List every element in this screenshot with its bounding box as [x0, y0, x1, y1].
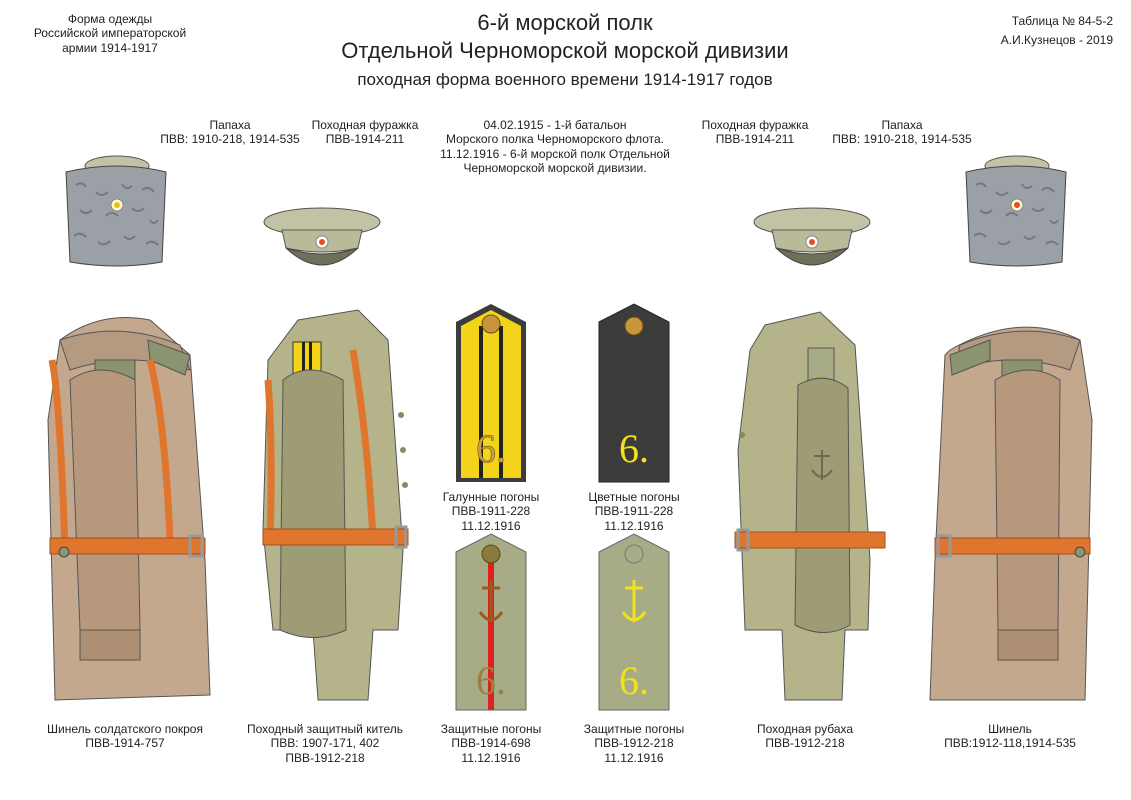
- label-line: Защитные погоны: [440, 722, 542, 736]
- greatcoat-right-illustration: 6: [929, 326, 1093, 701]
- label-line: ПВВ: 1910-218, 1914-535: [832, 132, 972, 147]
- label-line: Походная рубаха: [756, 722, 854, 736]
- history-note: 04.02.1915 - 1-й батальон Морского полка…: [430, 118, 680, 176]
- galun-shoulder-strap: 6.: [456, 304, 526, 482]
- label-line: ПВВ-1912-218: [285, 750, 365, 765]
- header-left-block: Форма одежды Российской императорской ар…: [10, 12, 210, 55]
- label-line: ПВВ-1914-211: [715, 132, 795, 147]
- label-cap-left: Походная фуражка ПВВ-1914-211: [300, 118, 430, 147]
- label-line: Шинель: [988, 722, 1032, 736]
- label-line: 11.12.1916: [604, 750, 664, 765]
- header-right-block: Таблица № 84-5-2 А.И.Кузнецов - 2019: [913, 12, 1113, 50]
- page-title: 6-й морской полк: [477, 10, 653, 35]
- strap-numeral: 6.: [476, 426, 506, 471]
- label-greatcoat-left: Шинель солдатского покроя ПВВ-1914-757: [25, 722, 225, 751]
- history-line: Черноморской морской дивизии.: [463, 161, 647, 176]
- label-line: ПВВ-1914-757: [85, 736, 165, 751]
- label-line: ПВВ: 1910-218, 1914-535: [160, 132, 300, 147]
- protective-shoulder-strap-2: 6.: [598, 533, 670, 711]
- kitel-illustration: 6: [262, 309, 409, 701]
- rubakha-illustration: 6: [734, 311, 886, 701]
- label-line: Шинель солдатского покроя: [47, 722, 203, 736]
- label-line: Папаха: [881, 118, 923, 132]
- label-line: ПВВ-1911-228: [451, 504, 531, 519]
- label-line: 11.12.1916: [604, 518, 664, 533]
- label-greatcoat-right: Шинель ПВВ:1912-118,1914-535: [920, 722, 1100, 751]
- label-line: Галунные погоны: [442, 490, 540, 504]
- papakha-left-illustration: [65, 155, 167, 267]
- greatcoat-left-illustration: 6: [47, 317, 211, 701]
- label-cap-right: Походная фуражка ПВВ-1914-211: [690, 118, 820, 147]
- label-galun-strap: Галунные погоны ПВВ-1911-228 11.12.1916: [420, 490, 562, 533]
- label-line: ПВВ-1914-698: [451, 736, 531, 751]
- label-papakha-right: Папаха ПВВ: 1910-218, 1914-535: [822, 118, 982, 147]
- label-line: Походный защитный китель: [246, 722, 404, 736]
- history-line: Морского полка Черноморского флота.: [445, 132, 665, 147]
- label-colored-strap: Цветные погоны ПВВ-1911-228 11.12.1916: [563, 490, 705, 533]
- papakha-right-illustration: [965, 155, 1067, 267]
- header-left-line: Форма одежды: [67, 12, 153, 26]
- history-line: 04.02.1915 - 1-й батальон: [483, 118, 627, 132]
- label-papakha-left: Папаха ПВВ: 1910-218, 1914-535: [150, 118, 310, 147]
- label-rubakha: Походная рубаха ПВВ-1912-218: [730, 722, 880, 751]
- strap-numeral: 6.: [476, 658, 506, 703]
- protective-shoulder-strap-1: 6.: [455, 533, 527, 711]
- label-protective-strap-2: Защитные погоны ПВВ-1912-218 11.12.1916: [563, 722, 705, 765]
- page-title-line2: Отдельной Черноморской морской дивизии: [341, 38, 789, 63]
- label-line: ПВВ-1912-218: [594, 736, 674, 751]
- field-cap-right-illustration: [753, 207, 871, 266]
- strap-numeral: 6.: [619, 426, 649, 471]
- field-cap-left-illustration: [263, 207, 381, 266]
- label-line: ПВВ: 1907-171, 402: [270, 736, 380, 751]
- label-line: Цветные погоны: [588, 490, 680, 504]
- label-line: Походная фуражка: [701, 118, 809, 132]
- history-line: 11.12.1916 - 6-й морской полк Отдельной: [440, 146, 670, 161]
- label-line: ПВВ-1912-218: [765, 736, 845, 751]
- header-left-line: Российской императорской: [33, 26, 187, 41]
- label-line: 11.12.1916: [461, 518, 521, 533]
- label-line: ПВВ-1911-228: [594, 504, 674, 519]
- table-number: Таблица № 84-5-2: [1011, 14, 1113, 28]
- author-year: А.И.Кузнецов - 2019: [1000, 33, 1113, 48]
- label-line: ПВВ:1912-118,1914-535: [944, 736, 1076, 751]
- colored-shoulder-strap: 6.: [598, 303, 670, 483]
- label-line: ПВВ-1914-211: [325, 132, 405, 147]
- label-protective-strap-1: Защитные погоны ПВВ-1914-698 11.12.1916: [420, 722, 562, 765]
- label-line: Защитные погоны: [583, 722, 685, 736]
- label-line: Походная фуражка: [311, 118, 419, 132]
- label-line: 11.12.1916: [461, 750, 521, 765]
- label-kitel: Походный защитный китель ПВВ: 1907-171, …: [235, 722, 415, 765]
- page-subtitle: походная форма военного времени 1914-191…: [357, 70, 773, 89]
- label-line: Папаха: [209, 118, 251, 132]
- strap-numeral: 6.: [619, 658, 649, 703]
- header-left-line: армии 1914-1917: [62, 40, 158, 55]
